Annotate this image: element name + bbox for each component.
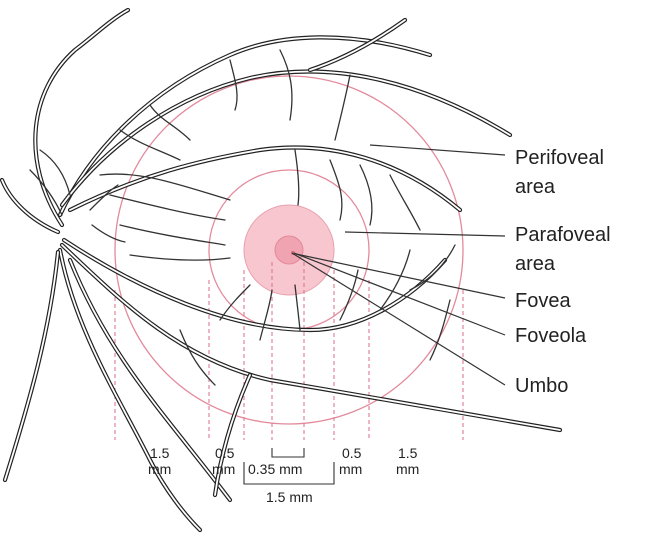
- perifoveal-label: Perifoveal: [515, 147, 604, 169]
- foveola-label: Foveola: [515, 325, 587, 347]
- left-outer-measure: 1.5: [150, 445, 170, 461]
- left-outer-measure-unit: mm: [148, 461, 171, 477]
- measurement-brackets: [243, 448, 335, 485]
- foveola-disc: [274, 235, 304, 265]
- right-outer-measure-unit: mm: [396, 461, 419, 477]
- capillary-branches: [29, 49, 456, 386]
- retinal-vessels: [0, 7, 563, 533]
- parafoveal-label-line2: area: [515, 253, 556, 275]
- fovea-label: Fovea: [515, 290, 571, 312]
- center-measure: 0.35 mm: [248, 461, 302, 477]
- perifoveal-label-line2: area: [515, 176, 556, 198]
- left-inner-measure: 0.5: [215, 445, 235, 461]
- right-outer-measure: 1.5: [398, 445, 418, 461]
- umbo-label: Umbo: [515, 375, 568, 397]
- parafoveal-label: Parafoveal: [515, 224, 611, 246]
- leader-lines: [291, 144, 506, 386]
- total-measure: 1.5 mm: [266, 489, 313, 505]
- right-inner-measure: 0.5: [342, 445, 362, 461]
- left-inner-measure-unit: mm: [212, 461, 235, 477]
- right-inner-measure-unit: mm: [339, 461, 362, 477]
